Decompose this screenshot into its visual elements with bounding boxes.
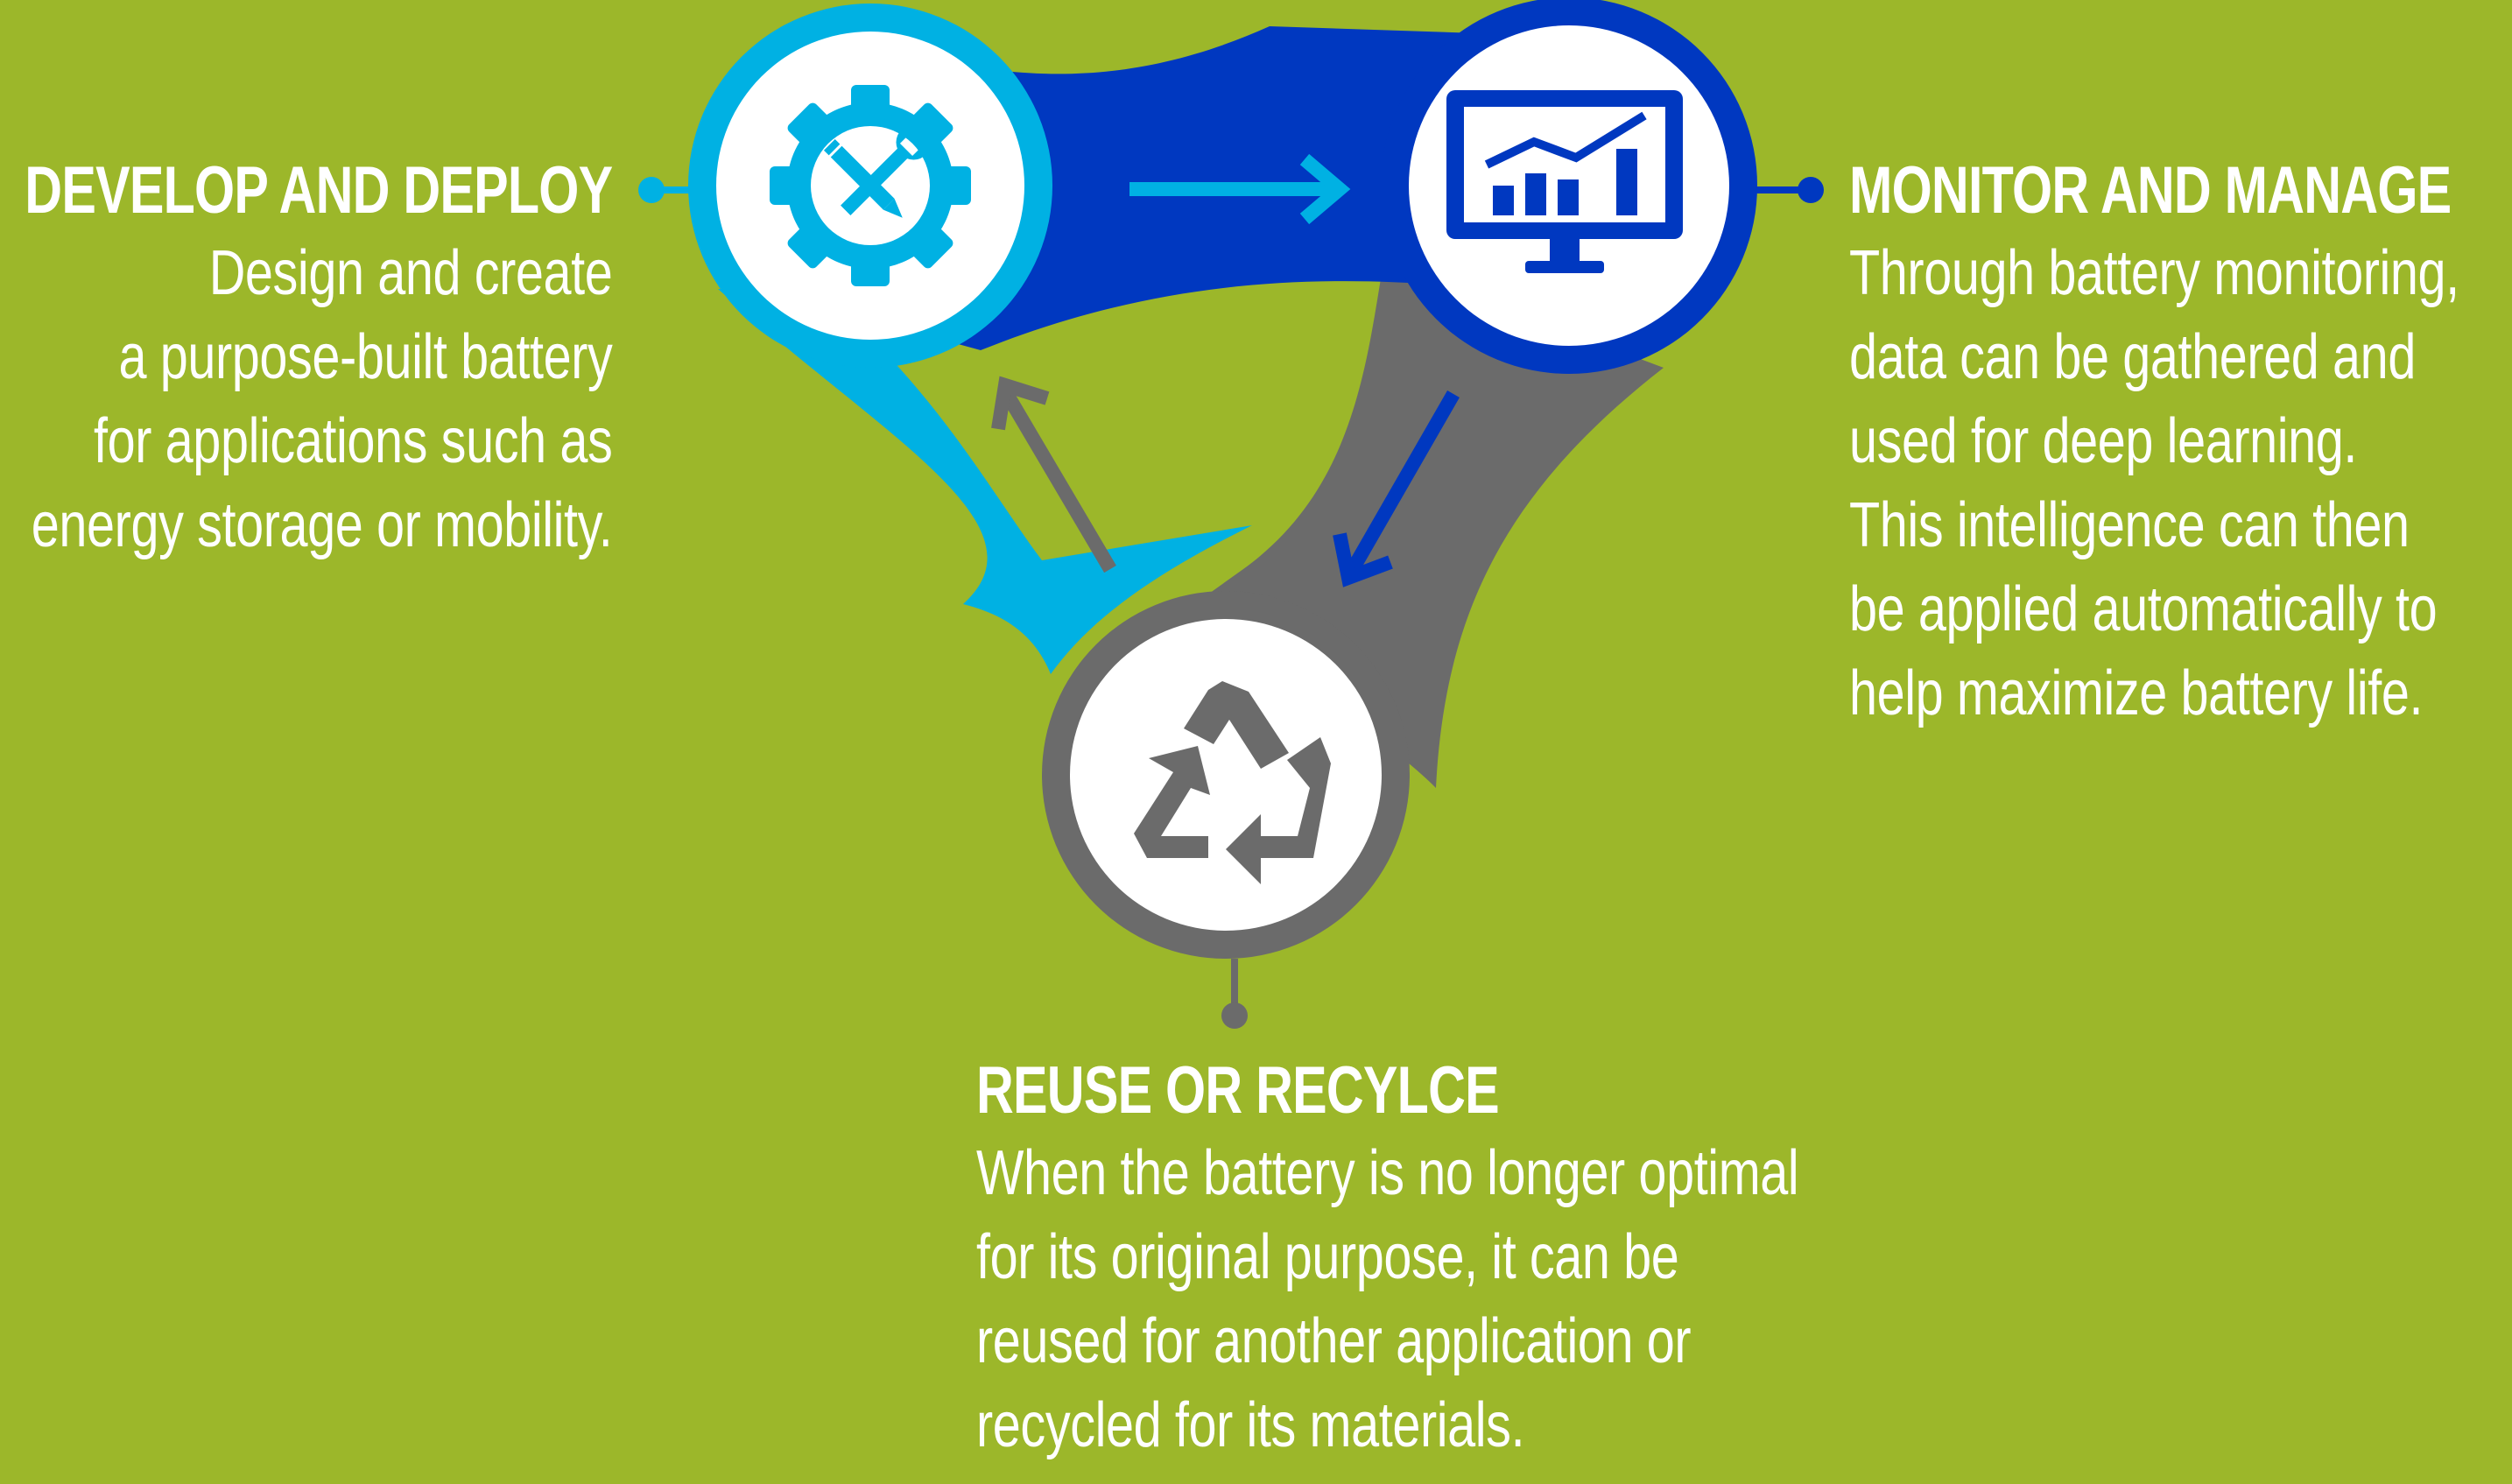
- recycle-line: for its original purpose, it can be: [976, 1222, 1679, 1292]
- recycle-icon: [1134, 681, 1331, 884]
- light-blue-connector-band: [718, 289, 1252, 674]
- arrow-recycle-to-develop: [991, 376, 1116, 573]
- gear-wrench-pencil-icon: [770, 85, 971, 286]
- develop-line: energy storage or mobility.: [31, 490, 613, 560]
- develop-line: Design and create: [208, 238, 612, 308]
- monitor-heading: MONITOR AND MANAGE: [1849, 153, 2452, 228]
- arrow-monitor-to-recycle: [1333, 390, 1460, 587]
- recycle-text-block: REUSE OR RECYLCE When the battery is no …: [976, 1051, 2004, 1467]
- monitor-line: used for deep learning.: [1849, 406, 2358, 476]
- recycle-line: When the battery is no longer optimal: [976, 1138, 1799, 1208]
- develop-heading: DEVELOP AND DEPLOY: [24, 153, 613, 228]
- recycle-heading: REUSE OR RECYLCE: [976, 1053, 1500, 1128]
- recycle-circle: [1070, 619, 1382, 931]
- monitor-text-block: MONITOR AND MANAGE Through battery monit…: [1849, 151, 2512, 735]
- develop-line: a purpose-built battery: [118, 322, 612, 392]
- develop-line: for applications such as: [93, 406, 613, 476]
- monitor-line: help maximize battery life.: [1849, 658, 2424, 728]
- recycle-line: recycled for its materials.: [976, 1390, 1525, 1460]
- monitor-line: This intelligence can then: [1849, 490, 2410, 560]
- recycle-connector: [1221, 959, 1248, 1029]
- develop-text-block: DEVELOP AND DEPLOY Design and create a p…: [0, 151, 613, 567]
- monitor-connector: [1751, 177, 1824, 203]
- recycle-line: reused for another application or: [976, 1306, 1692, 1376]
- arrow-develop-to-monitor: [1129, 153, 1351, 225]
- monitor-chart-icon: [1446, 90, 1683, 273]
- monitor-line: data can be gathered and: [1849, 322, 2416, 392]
- monitor-line: Through battery monitoring,: [1849, 238, 2459, 308]
- monitor-line: be applied automatically to: [1849, 574, 2438, 644]
- develop-connector: [638, 177, 700, 203]
